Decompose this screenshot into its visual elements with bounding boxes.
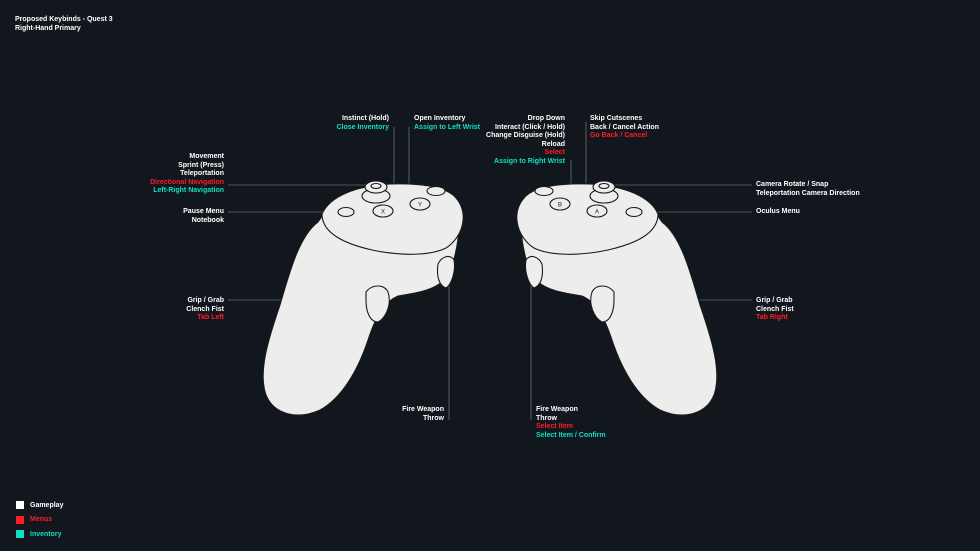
legend-item-gameplay: Gameplay bbox=[16, 498, 63, 513]
label-line: Back / Cancel Action bbox=[590, 123, 659, 131]
right-trigger bbox=[524, 255, 544, 289]
label-line: Close Inventory bbox=[336, 123, 389, 131]
label-line: Select Item bbox=[536, 423, 573, 431]
page-title: Proposed Keybinds - Quest 3 bbox=[15, 16, 113, 23]
legend-label: Gameplay bbox=[30, 501, 64, 509]
legend-label: Menus bbox=[30, 516, 53, 524]
label-line: Assign to Right Wrist bbox=[493, 157, 565, 165]
label-line: Teleportation Camera Direction bbox=[756, 189, 860, 197]
legend-swatch-inventory bbox=[16, 530, 24, 539]
left-grip-button bbox=[365, 285, 390, 323]
button-glyphs: X Y A B bbox=[381, 203, 599, 216]
label-line: Interact (Click / Hold) bbox=[494, 123, 565, 131]
left-controller bbox=[262, 180, 464, 416]
page-subtitle: Right-Hand Primary bbox=[15, 25, 81, 32]
label-right-thumbstick: Camera Rotate / Snap Teleportation Camer… bbox=[756, 181, 860, 198]
right-oculus-button bbox=[625, 206, 643, 218]
right-a-button bbox=[586, 204, 608, 218]
label-line: Go Back / Cancel bbox=[590, 132, 648, 140]
label-line: Pause Menu bbox=[183, 208, 224, 215]
legend: Gameplay Menus Inventory bbox=[16, 498, 63, 542]
label-line: Grip / Grab bbox=[756, 297, 793, 304]
label-line: Grip / Grab bbox=[187, 297, 224, 304]
left-aux-button bbox=[426, 185, 446, 197]
label-line: Fire Weapon bbox=[402, 406, 444, 413]
label-right-oculus: Oculus Menu bbox=[756, 208, 800, 217]
label-line: Fire Weapon bbox=[536, 406, 578, 413]
glyph-x: X bbox=[381, 210, 385, 216]
label-line: Left-Right Navigation bbox=[153, 187, 224, 195]
label-line: Drop Down bbox=[527, 115, 565, 122]
label-line: Oculus Menu bbox=[756, 208, 800, 215]
label-line: Directional Navigation bbox=[150, 178, 224, 186]
label-line: Tab Right bbox=[756, 314, 788, 322]
label-left-menu: Pause Menu Notebook bbox=[183, 208, 224, 225]
label-left-thumbstick: Movement Sprint (Press) Teleportation Di… bbox=[150, 153, 224, 196]
glyph-b: B bbox=[558, 203, 562, 209]
glyph-y: Y bbox=[418, 203, 422, 209]
label-line: Reload bbox=[541, 140, 565, 148]
label-line: Throw bbox=[423, 414, 444, 422]
legend-item-inventory: Inventory bbox=[16, 527, 63, 542]
legend-item-menus: Menus bbox=[16, 513, 63, 528]
legend-label: Inventory bbox=[30, 530, 62, 538]
right-thumbstick-center bbox=[598, 182, 610, 190]
label-line: Open Inventory bbox=[414, 115, 466, 122]
label-line: Change Disguise (Hold) bbox=[486, 132, 565, 140]
label-line: Assign to Left Wrist bbox=[414, 123, 480, 131]
label-line: Select Item / Confirm bbox=[536, 431, 606, 439]
label-line: Sprint (Press) bbox=[178, 161, 224, 169]
left-y-button bbox=[409, 197, 431, 211]
left-trigger bbox=[436, 255, 456, 289]
label-right-trigger: Fire Weapon Throw Select Item Select Ite… bbox=[536, 406, 606, 440]
label-line: Teleportation bbox=[180, 170, 224, 178]
label-line: Instinct (Hold) bbox=[341, 115, 389, 122]
label-right-a: Skip Cutscenes Back / Cancel Action Go B… bbox=[590, 115, 659, 141]
left-menu-button bbox=[337, 206, 355, 218]
label-right-b: Drop Down Interact (Click / Hold) Change… bbox=[486, 115, 565, 167]
label-line: Clench Fist bbox=[756, 305, 794, 313]
label-line: Select bbox=[544, 149, 565, 157]
label-left-trigger: Fire Weapon Throw bbox=[402, 406, 444, 423]
right-b-button bbox=[549, 197, 571, 211]
legend-swatch-gameplay bbox=[16, 501, 24, 510]
label-line: Notebook bbox=[191, 216, 224, 224]
label-line: Skip Cutscenes bbox=[590, 115, 643, 122]
label-left-x: Instinct (Hold) Close Inventory bbox=[336, 115, 389, 132]
left-x-button bbox=[372, 204, 394, 218]
left-thumbstick-center bbox=[370, 182, 382, 190]
label-line: Camera Rotate / Snap bbox=[756, 181, 829, 188]
label-right-grip: Grip / Grab Clench Fist Tab Right bbox=[756, 297, 794, 323]
legend-swatch-menus bbox=[16, 515, 24, 524]
label-line: Throw bbox=[536, 414, 557, 422]
right-controller bbox=[516, 180, 718, 416]
label-line: Tab Left bbox=[197, 314, 224, 322]
label-line: Clench Fist bbox=[186, 305, 224, 313]
label-line: Movement bbox=[189, 153, 224, 160]
label-left-grip: Grip / Grab Clench Fist Tab Left bbox=[186, 297, 224, 323]
right-grip-button bbox=[590, 285, 615, 323]
right-aux-button bbox=[534, 185, 554, 197]
label-left-y: Open Inventory Assign to Left Wrist bbox=[414, 115, 480, 132]
header: Proposed Keybinds - Quest 3 Right-Hand P… bbox=[15, 15, 113, 33]
glyph-a: A bbox=[595, 210, 599, 216]
